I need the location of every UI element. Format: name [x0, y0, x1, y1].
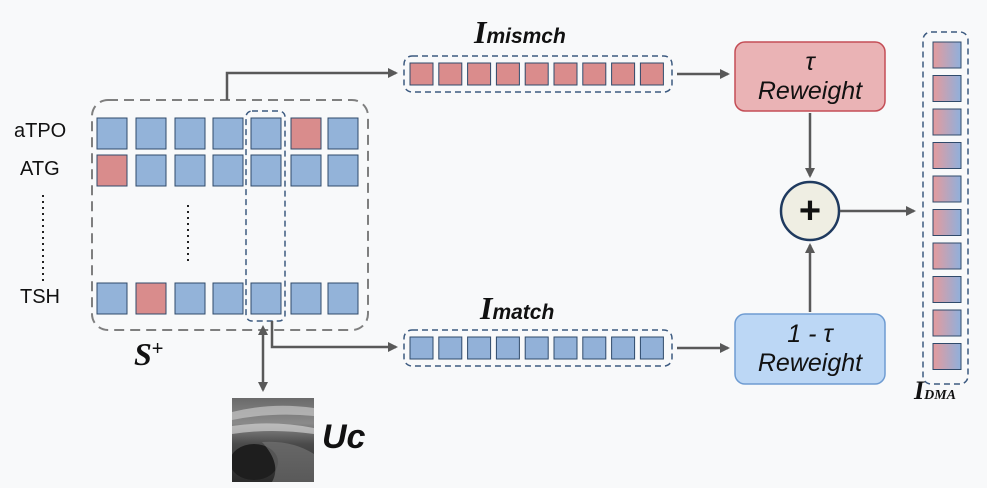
- one-minus-tau-reweight-line1: 1 - τ: [787, 320, 833, 349]
- label-i-mismch: Imismch: [474, 14, 566, 51]
- match-vector: [409, 336, 664, 360]
- matrix-cell: [174, 282, 206, 315]
- match-cell: [553, 336, 578, 360]
- dma-vector-container: [922, 31, 969, 385]
- dma-cell: [932, 242, 962, 270]
- match-vector-container: [403, 329, 673, 367]
- one-minus-tau-reweight-box: [734, 313, 886, 385]
- label-i-mismch-main: I: [474, 14, 487, 50]
- matrix-cell: [250, 154, 282, 187]
- match-cell: [524, 336, 549, 360]
- label-s-plus-sup: +: [151, 337, 164, 360]
- matrix-cell: [96, 282, 128, 315]
- matrix-cell: [135, 117, 167, 150]
- one-minus-tau-reweight-text: 1 - τ Reweight: [735, 314, 885, 384]
- dma-vector: [932, 41, 962, 370]
- matrix-cell: [327, 154, 359, 187]
- one-minus-tau-reweight-line2: Reweight: [757, 349, 863, 377]
- dma-cell: [932, 75, 962, 102]
- matrix-cell: [174, 117, 206, 150]
- match-cell: [438, 336, 463, 360]
- matrix-cell: [96, 154, 128, 187]
- label-i-match-sub: match: [492, 301, 555, 324]
- mismatch-cell: [467, 62, 492, 86]
- sum-circle: [779, 180, 841, 242]
- ultrasound-image: [232, 398, 314, 482]
- matrix-cell: [212, 282, 244, 315]
- mismatch-vector: [409, 62, 664, 86]
- match-cell: [639, 336, 664, 360]
- selected-column-container: [245, 110, 286, 322]
- feature-matrix: [96, 117, 359, 315]
- label-s-plus: S+: [134, 336, 163, 373]
- match-cell: [582, 336, 607, 360]
- matrix-cell: [212, 154, 244, 187]
- dma-cell: [932, 175, 962, 203]
- match-cell: [409, 336, 434, 360]
- dma-cell: [932, 209, 962, 236]
- mismatch-cell: [553, 62, 578, 86]
- mismatch-vector-container: [403, 55, 673, 93]
- matrix-cell: [96, 117, 128, 150]
- label-i-match: Imatch: [480, 290, 554, 327]
- mismatch-cell: [611, 62, 636, 86]
- dma-cell: [932, 276, 962, 303]
- dma-cell: [932, 309, 962, 337]
- matrix-cell: [135, 154, 167, 187]
- matrix-cell: [135, 282, 167, 315]
- tau-reweight-line2: Reweight: [757, 76, 863, 105]
- label-i-mismch-sub: mismch: [486, 25, 566, 48]
- mismatch-cell: [639, 62, 664, 86]
- mismatch-cell: [582, 62, 607, 86]
- arrow-to-match: [270, 321, 398, 352]
- label-s-plus-main: S: [134, 336, 152, 372]
- row-label-tsh: TSH: [20, 286, 60, 308]
- matrix-cell: [250, 282, 282, 315]
- matrix-cell: [212, 117, 244, 150]
- match-cell: [495, 336, 520, 360]
- dma-cell: [932, 142, 962, 169]
- row-label-atg: ATG: [20, 158, 60, 180]
- label-i-dma-main: I: [914, 376, 925, 405]
- matrix-cell: [327, 117, 359, 150]
- matrix-cell: [174, 154, 206, 187]
- label-i-match-main: I: [480, 290, 493, 326]
- matrix-cell: [250, 117, 282, 150]
- dma-cell: [932, 41, 962, 69]
- row-label-atpo: aTPO: [14, 120, 67, 142]
- sum-plus-symbol: +: [799, 190, 821, 232]
- match-cell: [611, 336, 636, 360]
- mismatch-cell: [524, 62, 549, 86]
- s-plus-container: [91, 99, 369, 331]
- mismatch-cell: [438, 62, 463, 86]
- match-cell: [467, 336, 492, 360]
- dma-cell: [932, 343, 962, 370]
- dma-cell: [932, 108, 962, 136]
- mismatch-cell: [409, 62, 434, 86]
- matrix-cell: [327, 282, 359, 315]
- tau-reweight-box: [734, 41, 886, 112]
- matrix-cell: [290, 282, 322, 315]
- label-uc: Uc: [322, 418, 366, 456]
- matrix-cell: [290, 154, 322, 187]
- tau-reweight-line1: τ: [805, 47, 815, 76]
- arrow-to-mismatch: [225, 68, 398, 100]
- label-i-dma: IDMA: [914, 376, 956, 406]
- mismatch-cell: [495, 62, 520, 86]
- tau-reweight-text: τ Reweight: [735, 42, 885, 111]
- label-i-dma-sub: DMA: [924, 388, 957, 403]
- matrix-cell: [290, 117, 322, 150]
